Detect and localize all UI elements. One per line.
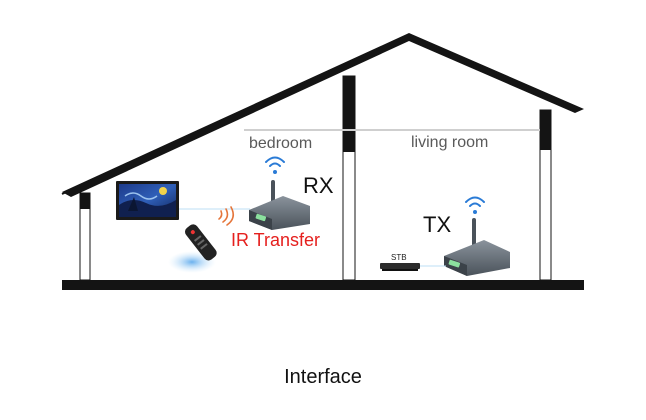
tv-icon	[116, 181, 179, 220]
transmitter-icon	[444, 218, 510, 276]
ir-signal-icon	[218, 206, 235, 226]
floor	[62, 280, 584, 290]
room-label-bedroom: bedroom	[249, 135, 313, 152]
receiver-label: RX	[303, 173, 334, 198]
wifi-icon	[465, 196, 485, 214]
receiver-icon	[249, 180, 310, 230]
caption: Interface	[284, 366, 362, 388]
wifi-icon	[265, 156, 285, 174]
ir-transfer-label: IR Transfer	[231, 230, 321, 250]
transmitter-label: TX	[423, 212, 452, 237]
room-label-living-room: living room	[411, 134, 489, 151]
set-top-box-icon	[380, 263, 420, 271]
remote-icon	[185, 224, 217, 261]
stb-label: STB	[391, 253, 407, 262]
